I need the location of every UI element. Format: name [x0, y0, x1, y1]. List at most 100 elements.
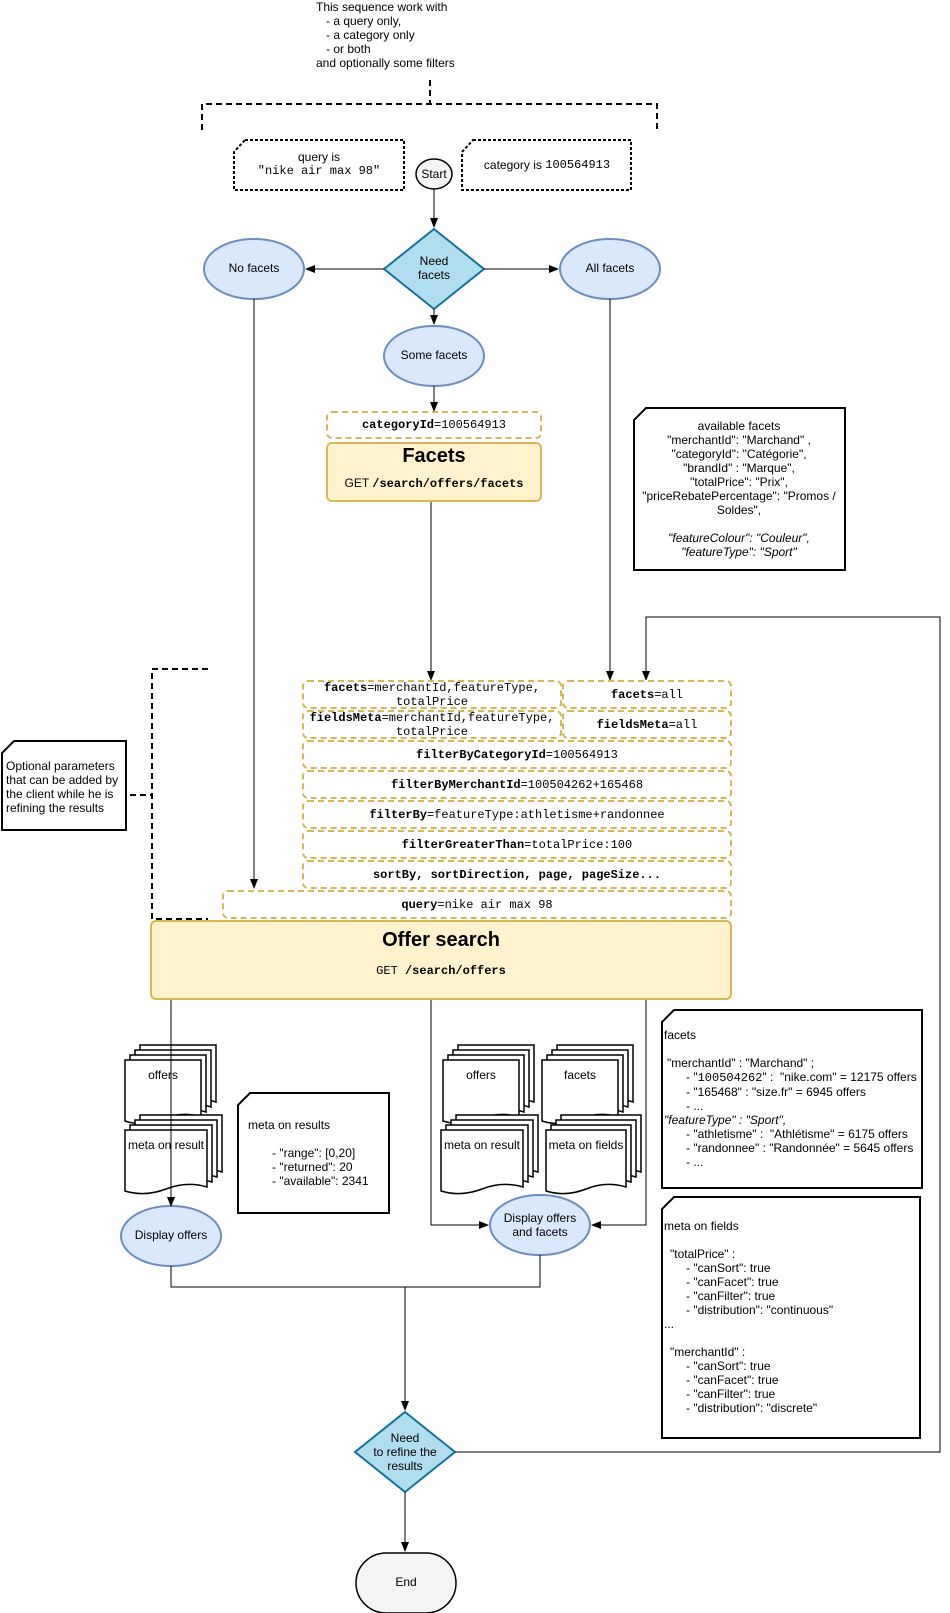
param-value: =nike air max 98	[437, 897, 553, 912]
facets-note-line: - "randonnee" : "Randonnée" = 5645 offer…	[686, 1141, 914, 1155]
query-note-card	[233, 139, 405, 191]
need-facets-line: Need	[419, 254, 449, 268]
no-facets-label: No facets	[228, 261, 280, 275]
meta-fields-line: - "distribution": "continuous"	[686, 1303, 834, 1317]
optional-bracket	[130, 668, 208, 920]
meta-results-note-card	[237, 1092, 390, 1214]
meta-results-line: - "available": 2341	[272, 1174, 369, 1188]
param-value: =all	[654, 687, 684, 702]
facets-note-line: - "athletisme" : "Athlétisme" = 6175 off…	[686, 1127, 908, 1141]
facets-note: facets"merchantId" : "Marchand" ;- "1005…	[664, 1028, 924, 1169]
facets-note-line: "featureType" : "Sport",	[664, 1113, 787, 1127]
available-facet-line: Soldes",	[716, 503, 762, 517]
facets-note-line: - "165468" : "size.fr" = 6945 offers	[686, 1085, 866, 1099]
doc-meta-left-label: meta on result	[127, 1138, 205, 1152]
display-offers-label: Display offers	[134, 1228, 208, 1242]
offer-search-path: /search/offers	[404, 964, 506, 978]
param-filter-merchant: filterByMerchantId=100504262+165468	[302, 770, 732, 799]
facets-api-path: /search/offers/facets	[372, 477, 524, 491]
meta-fields-title: meta on fields	[664, 1219, 739, 1233]
param-name: filterGreaterThan	[401, 837, 525, 852]
http-method: GET	[344, 476, 373, 490]
facets-api-title: Facets	[402, 445, 466, 467]
facets-note-line: - ...	[686, 1155, 704, 1169]
scope-note-intro: This sequence work with	[316, 0, 448, 14]
meta-fields-line: - "canFilter": true	[686, 1289, 776, 1303]
facets-note-line: - "	[686, 1070, 698, 1084]
param-name: sortBy, sortDirection, page, pageSize...	[372, 867, 662, 882]
meta-results-line: - "returned": 20	[272, 1160, 353, 1174]
param-name: filterByMerchantId	[390, 777, 521, 792]
meta-fields-line: - "canFacet": true	[686, 1373, 779, 1387]
available-facet-line: "categoryId": "Catégorie",	[671, 447, 807, 461]
query-note-value: "nike air max 98"	[257, 164, 381, 178]
meta-fields-note-card	[661, 1196, 921, 1439]
available-facets-note: available facets "merchantId": "Marchand…	[636, 419, 842, 559]
meta-fields-line: "merchantId" :	[670, 1345, 746, 1359]
param-query: query=nike air max 98	[222, 890, 732, 919]
available-facets-title: available facets	[697, 419, 781, 433]
facets-api-box: Facets GET /search/offers/facets	[326, 442, 542, 502]
param-name: query	[401, 897, 438, 912]
doc-meta-fields-label: meta on fields	[548, 1138, 624, 1152]
start-label: Start	[421, 167, 447, 181]
meta-fields-line: - "distribution": "discrete"	[686, 1401, 818, 1415]
meta-fields-note: meta on fields"totalPrice" :- "canSort":…	[664, 1219, 919, 1415]
available-facet-line: "featureColour": "Couleur",	[668, 531, 810, 545]
param-value: =100564913	[434, 418, 507, 432]
scope-note-item: - a query only,	[326, 14, 402, 28]
meta-results-title: meta on results	[248, 1118, 331, 1132]
param-name: filterBy	[369, 807, 427, 822]
end-label: End	[395, 1575, 417, 1589]
doc-meta-left	[124, 1114, 223, 1195]
meta-results-note: meta on results - "range": [0,20] - "ret…	[248, 1118, 388, 1188]
category-note-label: category is	[483, 158, 546, 172]
meta-fields-line: - "canFilter": true	[686, 1387, 776, 1401]
doc-meta-right-label: meta on result	[443, 1138, 521, 1152]
param-sort: sortBy, sortDirection, page, pageSize...	[302, 860, 732, 889]
available-facet-line: "featureType": "Sport"	[681, 545, 797, 559]
available-facets-note-card	[633, 407, 846, 571]
http-method: GET	[376, 964, 405, 978]
offer-search-title: Offer search	[382, 929, 500, 951]
edge-refine-loop	[455, 616, 941, 1453]
query-note-label: query is	[297, 150, 341, 164]
offer-search-api-box: Offer search GET /search/offers	[150, 920, 732, 1000]
meta-fields-line: - "canSort": true	[686, 1359, 771, 1373]
available-facet-line: "totalPrice": "Prix",	[690, 475, 788, 489]
optional-note: Optional parameters that can be added by…	[6, 759, 128, 815]
all-facets-label: All facets	[585, 261, 635, 275]
facets-note-title: facets	[664, 1028, 697, 1042]
doc-offers-right	[442, 1044, 535, 1125]
param-value: =totalPrice:100	[524, 837, 633, 852]
param-filter-category: filterByCategoryId=100564913	[302, 740, 732, 769]
doc-facets-right-label: facets	[563, 1068, 596, 1082]
facets-note-card	[661, 1009, 923, 1189]
param-name: facets	[610, 687, 655, 702]
param-value: totalPrice	[395, 694, 468, 709]
optional-note-line: refining the results	[6, 801, 105, 815]
optional-note-card	[1, 740, 127, 831]
query-note: query is "nike air max 98"	[234, 150, 404, 178]
meta-fields-line: - "canFacet": true	[686, 1275, 779, 1289]
doc-facets-right	[541, 1044, 634, 1125]
param-name: categoryId	[361, 418, 434, 432]
meta-fields-line: ...	[664, 1317, 675, 1331]
display-offers-facets-line: and facets	[512, 1225, 568, 1239]
end-node	[355, 1552, 457, 1613]
category-note: category is 100564913	[462, 158, 632, 172]
doc-offers-left-label: offers	[148, 1068, 178, 1082]
param-filter-by: filterBy=featureType:athletisme+randonne…	[302, 800, 732, 829]
optional-note-line: that can be added by	[6, 773, 119, 787]
facets-note-code: 100504262	[697, 1071, 763, 1085]
param-value: =all	[668, 717, 698, 732]
param-fields-meta: fieldsMeta=merchantId,featureType, total…	[302, 710, 562, 739]
available-facet-line: "brandId" : "Marque",	[683, 461, 795, 475]
param-facets-all: facets=all	[562, 680, 732, 709]
meta-results-line: - "range": [0,20]	[272, 1146, 356, 1160]
available-facet-line: "priceRebatePercentage": "Promos /	[642, 489, 836, 503]
param-value: =merchantId,featureType,	[367, 680, 541, 695]
doc-meta-right	[440, 1114, 539, 1195]
need-refine-line: results	[387, 1459, 423, 1473]
edge-offersearch-right-b	[591, 1000, 647, 1229]
